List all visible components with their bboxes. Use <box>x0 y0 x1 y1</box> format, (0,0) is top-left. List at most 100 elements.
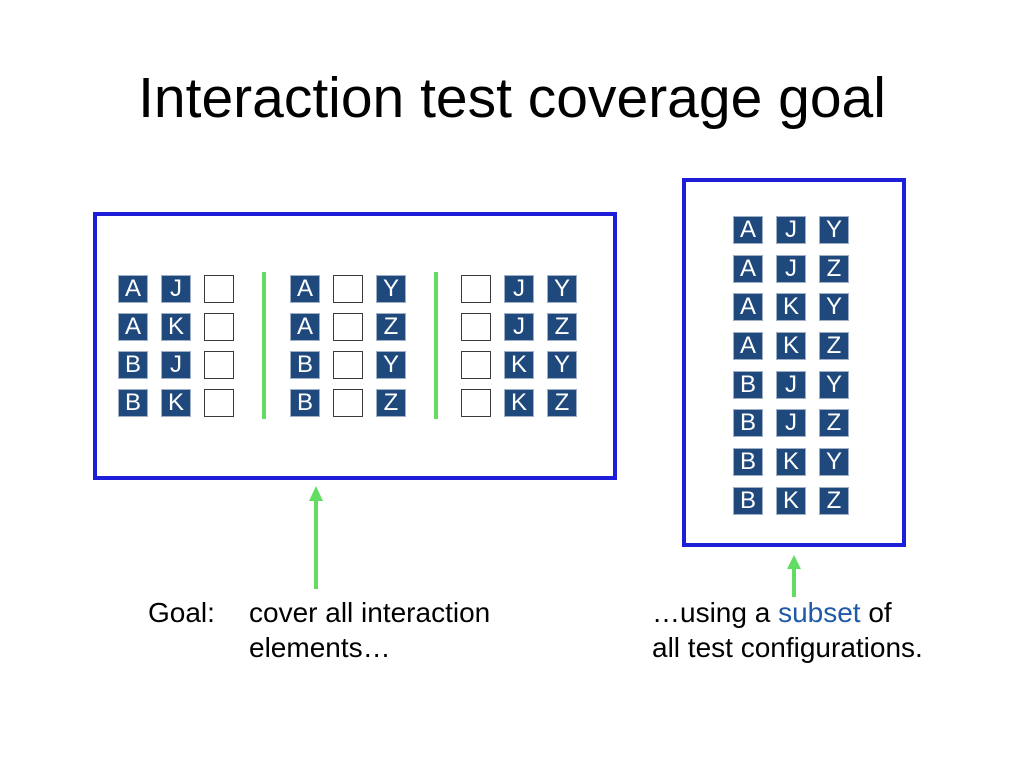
interaction-cell <box>204 351 234 379</box>
configuration-cell: Z <box>819 409 849 438</box>
interaction-cell: A <box>118 275 148 303</box>
interaction-cell: J <box>504 275 534 303</box>
configuration-cell: Z <box>819 332 849 361</box>
interaction-cell <box>461 351 491 379</box>
configuration-cell: A <box>733 216 763 244</box>
interaction-cell: Z <box>547 313 577 341</box>
configuration-cell: B <box>733 448 763 477</box>
configuration-cell: K <box>776 448 806 477</box>
interaction-cell: A <box>118 313 148 341</box>
interaction-cell: K <box>161 313 191 341</box>
slide-title: Interaction test coverage goal <box>138 66 886 130</box>
interaction-cell: B <box>290 389 320 417</box>
configuration-cell: A <box>733 332 763 361</box>
goal-up-arrow <box>309 486 323 589</box>
configuration-cell: A <box>733 293 763 322</box>
goal-label: Goal: <box>148 597 215 628</box>
interaction-cell <box>204 275 234 303</box>
subset-caption: …using a subset of all test configuratio… <box>652 595 923 665</box>
interaction-cell: J <box>161 351 191 379</box>
configuration-cell: Z <box>819 486 849 515</box>
goal-line-2: elements… <box>249 632 391 663</box>
configuration-cell: Y <box>819 293 849 322</box>
configuration-cell: B <box>733 370 763 399</box>
interaction-cell: J <box>504 313 534 341</box>
configuration-cell: J <box>776 409 806 438</box>
interaction-cell <box>333 313 363 341</box>
configuration-cell: A <box>733 254 763 283</box>
goal-text: cover all interaction elements… <box>249 595 490 665</box>
configuration-cell: Y <box>819 216 849 244</box>
interaction-cell <box>333 275 363 303</box>
group-divider <box>262 272 266 419</box>
configuration-cell: B <box>733 486 763 515</box>
configuration-cell: Y <box>819 448 849 477</box>
configuration-cell: B <box>733 409 763 438</box>
interaction-cell: Z <box>376 313 406 341</box>
configuration-cell: K <box>776 293 806 322</box>
configuration-cell: J <box>776 216 806 244</box>
arrow-head <box>787 555 801 569</box>
subset-line-1: …using a subset of <box>652 595 923 630</box>
interaction-cell: Z <box>376 389 406 417</box>
interaction-cell: B <box>290 351 320 379</box>
interaction-cell: K <box>504 351 534 379</box>
subset-suffix: of <box>860 597 892 628</box>
interaction-cell: Y <box>547 351 577 379</box>
group-divider <box>434 272 438 419</box>
configuration-cell: J <box>776 370 806 399</box>
interaction-cell <box>333 351 363 379</box>
arrow-head <box>309 486 323 501</box>
interaction-cell <box>333 389 363 417</box>
interaction-cell: Y <box>376 351 406 379</box>
interaction-cell: B <box>118 389 148 417</box>
subset-up-arrow <box>787 555 801 597</box>
interaction-cell <box>461 275 491 303</box>
interaction-cell: K <box>504 389 534 417</box>
configuration-cell: Z <box>819 254 849 283</box>
interaction-cell: A <box>290 313 320 341</box>
interaction-cell: A <box>290 275 320 303</box>
subset-prefix: …using a <box>652 597 779 628</box>
configuration-cell: K <box>776 332 806 361</box>
interaction-cell <box>461 313 491 341</box>
goal-line-1: cover all interaction <box>249 597 491 628</box>
subset-highlight: subset <box>778 597 861 628</box>
interaction-cell: Y <box>547 275 577 303</box>
interaction-cell <box>461 389 491 417</box>
interaction-cell <box>204 389 234 417</box>
configuration-cell: J <box>776 254 806 283</box>
interaction-cell: K <box>161 389 191 417</box>
interaction-cell: Y <box>376 275 406 303</box>
interaction-cell: B <box>118 351 148 379</box>
configuration-cell: Y <box>819 370 849 399</box>
interaction-cell: Z <box>547 389 577 417</box>
interaction-cell <box>204 313 234 341</box>
